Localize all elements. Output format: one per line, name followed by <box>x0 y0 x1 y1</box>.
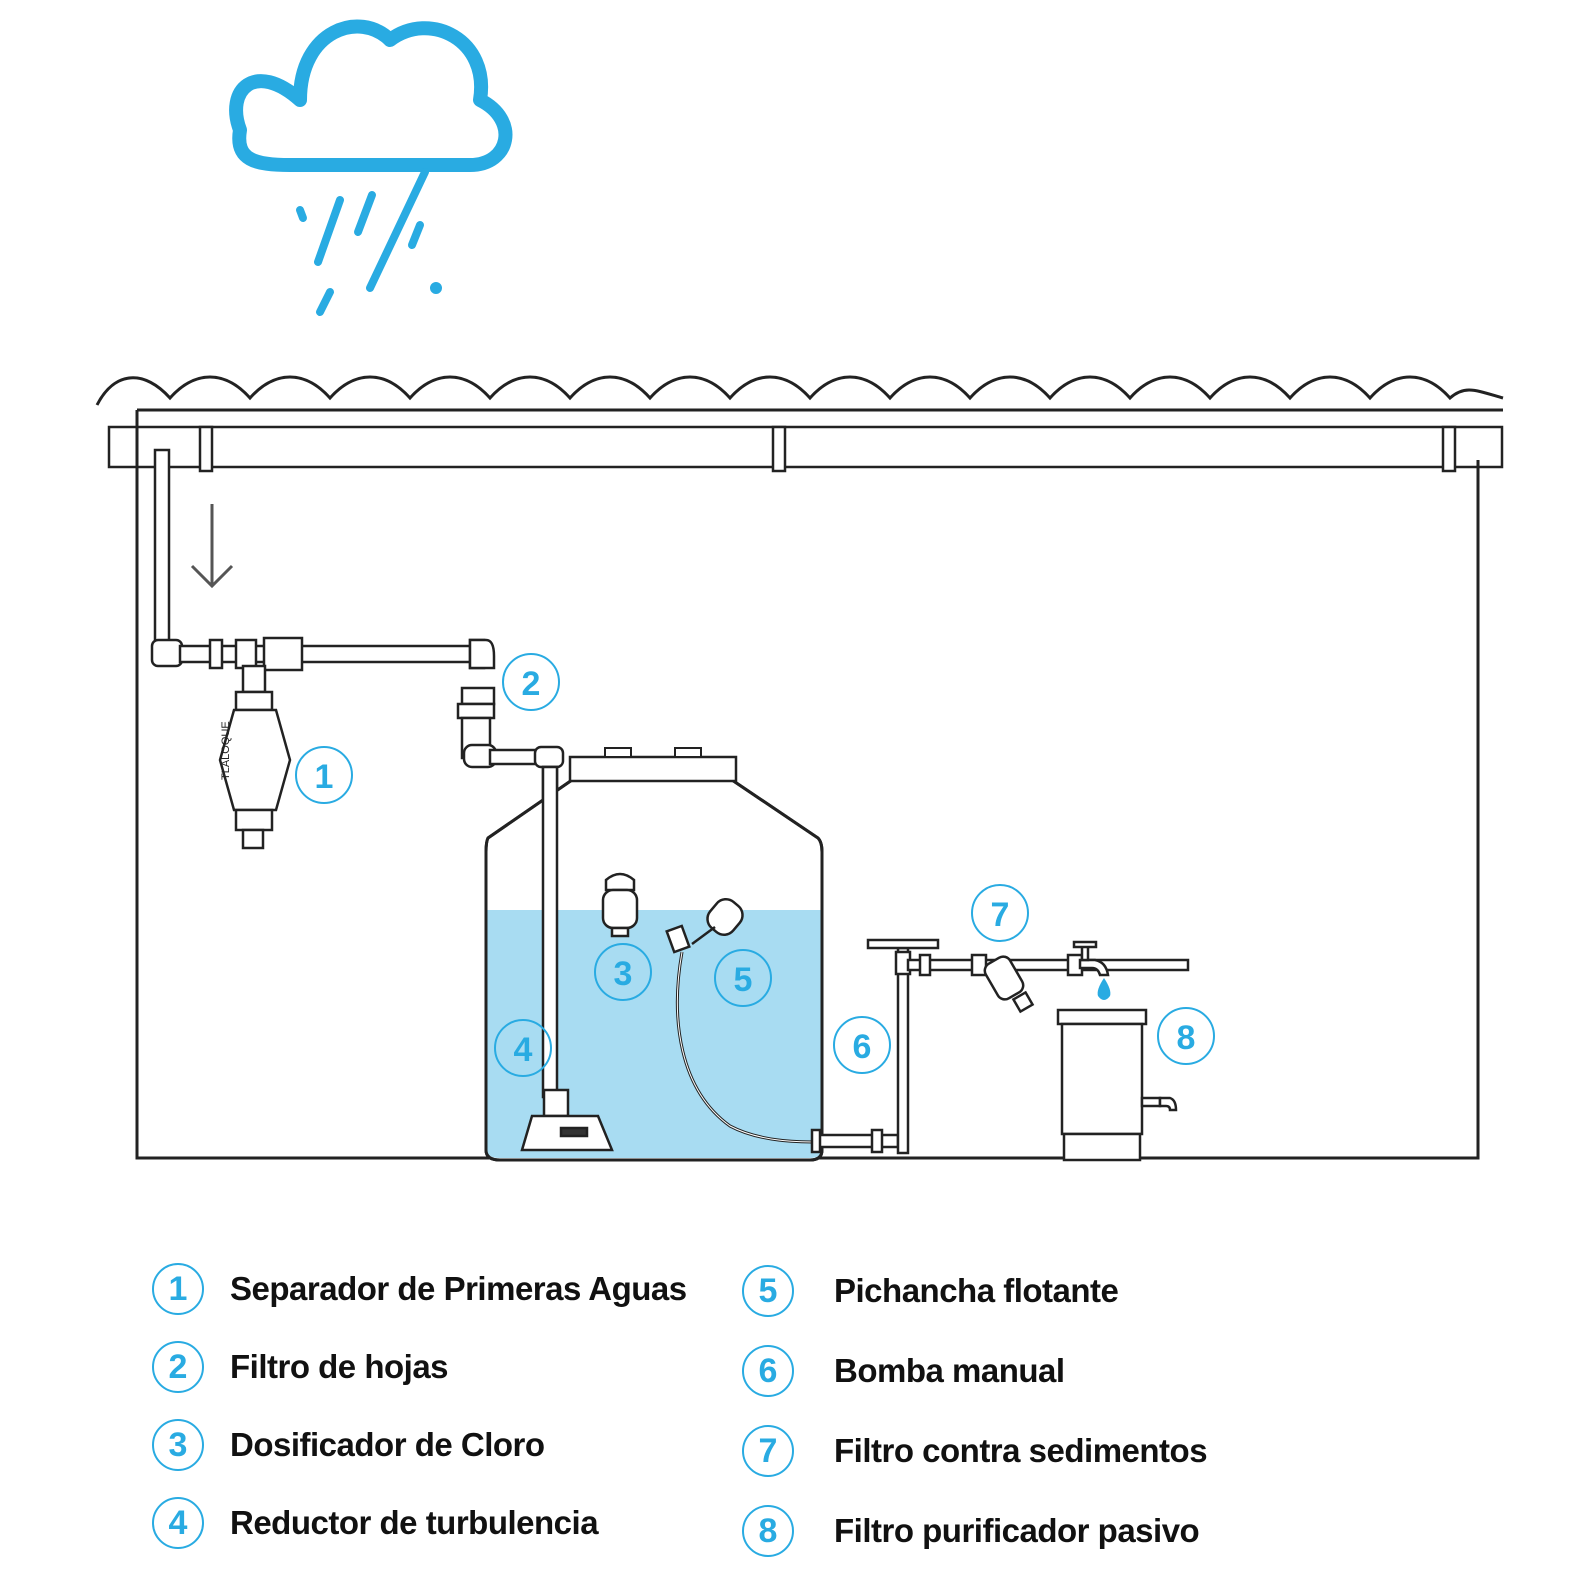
hand-pump <box>810 938 1190 1155</box>
legend-label: Bomba manual <box>834 1352 1065 1389</box>
callout-1: 1 <box>295 746 353 804</box>
svg-text:TLALOQUE: TLALOQUE <box>220 721 232 780</box>
roof <box>95 375 1504 406</box>
callout-6-label: 6 <box>853 1028 872 1066</box>
callout-7: 7 <box>971 884 1029 942</box>
callout-8: 8 <box>1157 1007 1215 1065</box>
first-flush-separator: TLALOQUE <box>218 664 292 850</box>
legend-number: 6 <box>742 1345 794 1397</box>
down-arrow-icon <box>190 504 234 589</box>
gutter <box>107 425 1504 473</box>
turbulence-reducer <box>520 1088 614 1152</box>
chlorine-dosifier <box>601 872 639 938</box>
callout-3-label: 3 <box>614 955 633 993</box>
water-drop-icon <box>1097 978 1111 1000</box>
callout-6: 6 <box>833 1016 891 1074</box>
legend-number: 4 <box>152 1497 204 1549</box>
legend-number: 2 <box>152 1341 204 1393</box>
legend-number: 1 <box>152 1263 204 1315</box>
legend-number: 5 <box>742 1265 794 1317</box>
legend-label: Filtro purificador pasivo <box>834 1512 1200 1549</box>
faucet <box>1072 940 1110 977</box>
legend-item-8: 8 Filtro purificador pasivo <box>742 1496 1200 1566</box>
callout-5: 5 <box>714 949 772 1007</box>
legend-label: Filtro de hojas <box>230 1348 449 1385</box>
legend-item-7: 7 Filtro contra sedimentos <box>742 1416 1208 1486</box>
legend-number: 8 <box>742 1505 794 1557</box>
legend-label: Pichancha flotante <box>834 1272 1119 1309</box>
sediment-filter <box>983 955 1035 1014</box>
legend: 1 Separador de Primeras Aguas 2 Filtro d… <box>0 1240 1596 1580</box>
legend-item-1: 1 Separador de Primeras Aguas <box>152 1254 687 1324</box>
callout-4: 4 <box>494 1019 552 1077</box>
callout-1-label: 1 <box>315 758 334 796</box>
legend-item-3: 3 Dosificador de Cloro <box>152 1410 545 1480</box>
callout-4-label: 4 <box>514 1031 533 1069</box>
legend-item-5: 5 Pichancha flotante <box>742 1256 1119 1326</box>
legend-item-4: 4 Reductor de turbulencia <box>152 1488 599 1558</box>
legend-label: Separador de Primeras Aguas <box>230 1270 687 1307</box>
passive-purifier <box>1056 1008 1178 1162</box>
callout-3: 3 <box>594 943 652 1001</box>
rainwater-harvesting-diagram: TLALOQUE <box>95 19 1504 1162</box>
downpipe <box>150 448 496 672</box>
legend-label: Dosificador de Cloro <box>230 1426 545 1463</box>
water-tank <box>484 747 824 1162</box>
legend-number: 7 <box>742 1425 794 1477</box>
rain-cloud-icon <box>229 19 513 316</box>
legend-item-2: 2 Filtro de hojas <box>152 1332 449 1402</box>
legend-number: 3 <box>152 1419 204 1471</box>
legend-label: Filtro contra sedimentos <box>834 1432 1208 1469</box>
callout-5-label: 5 <box>734 961 753 999</box>
callout-2: 2 <box>502 653 560 711</box>
floating-intake <box>665 897 819 1144</box>
legend-item-6: 6 Bomba manual <box>742 1336 1065 1406</box>
legend-label: Reductor de turbulencia <box>230 1504 599 1541</box>
callout-7-label: 7 <box>991 896 1010 934</box>
callout-8-label: 8 <box>1177 1019 1196 1057</box>
callout-2-label: 2 <box>522 665 541 703</box>
